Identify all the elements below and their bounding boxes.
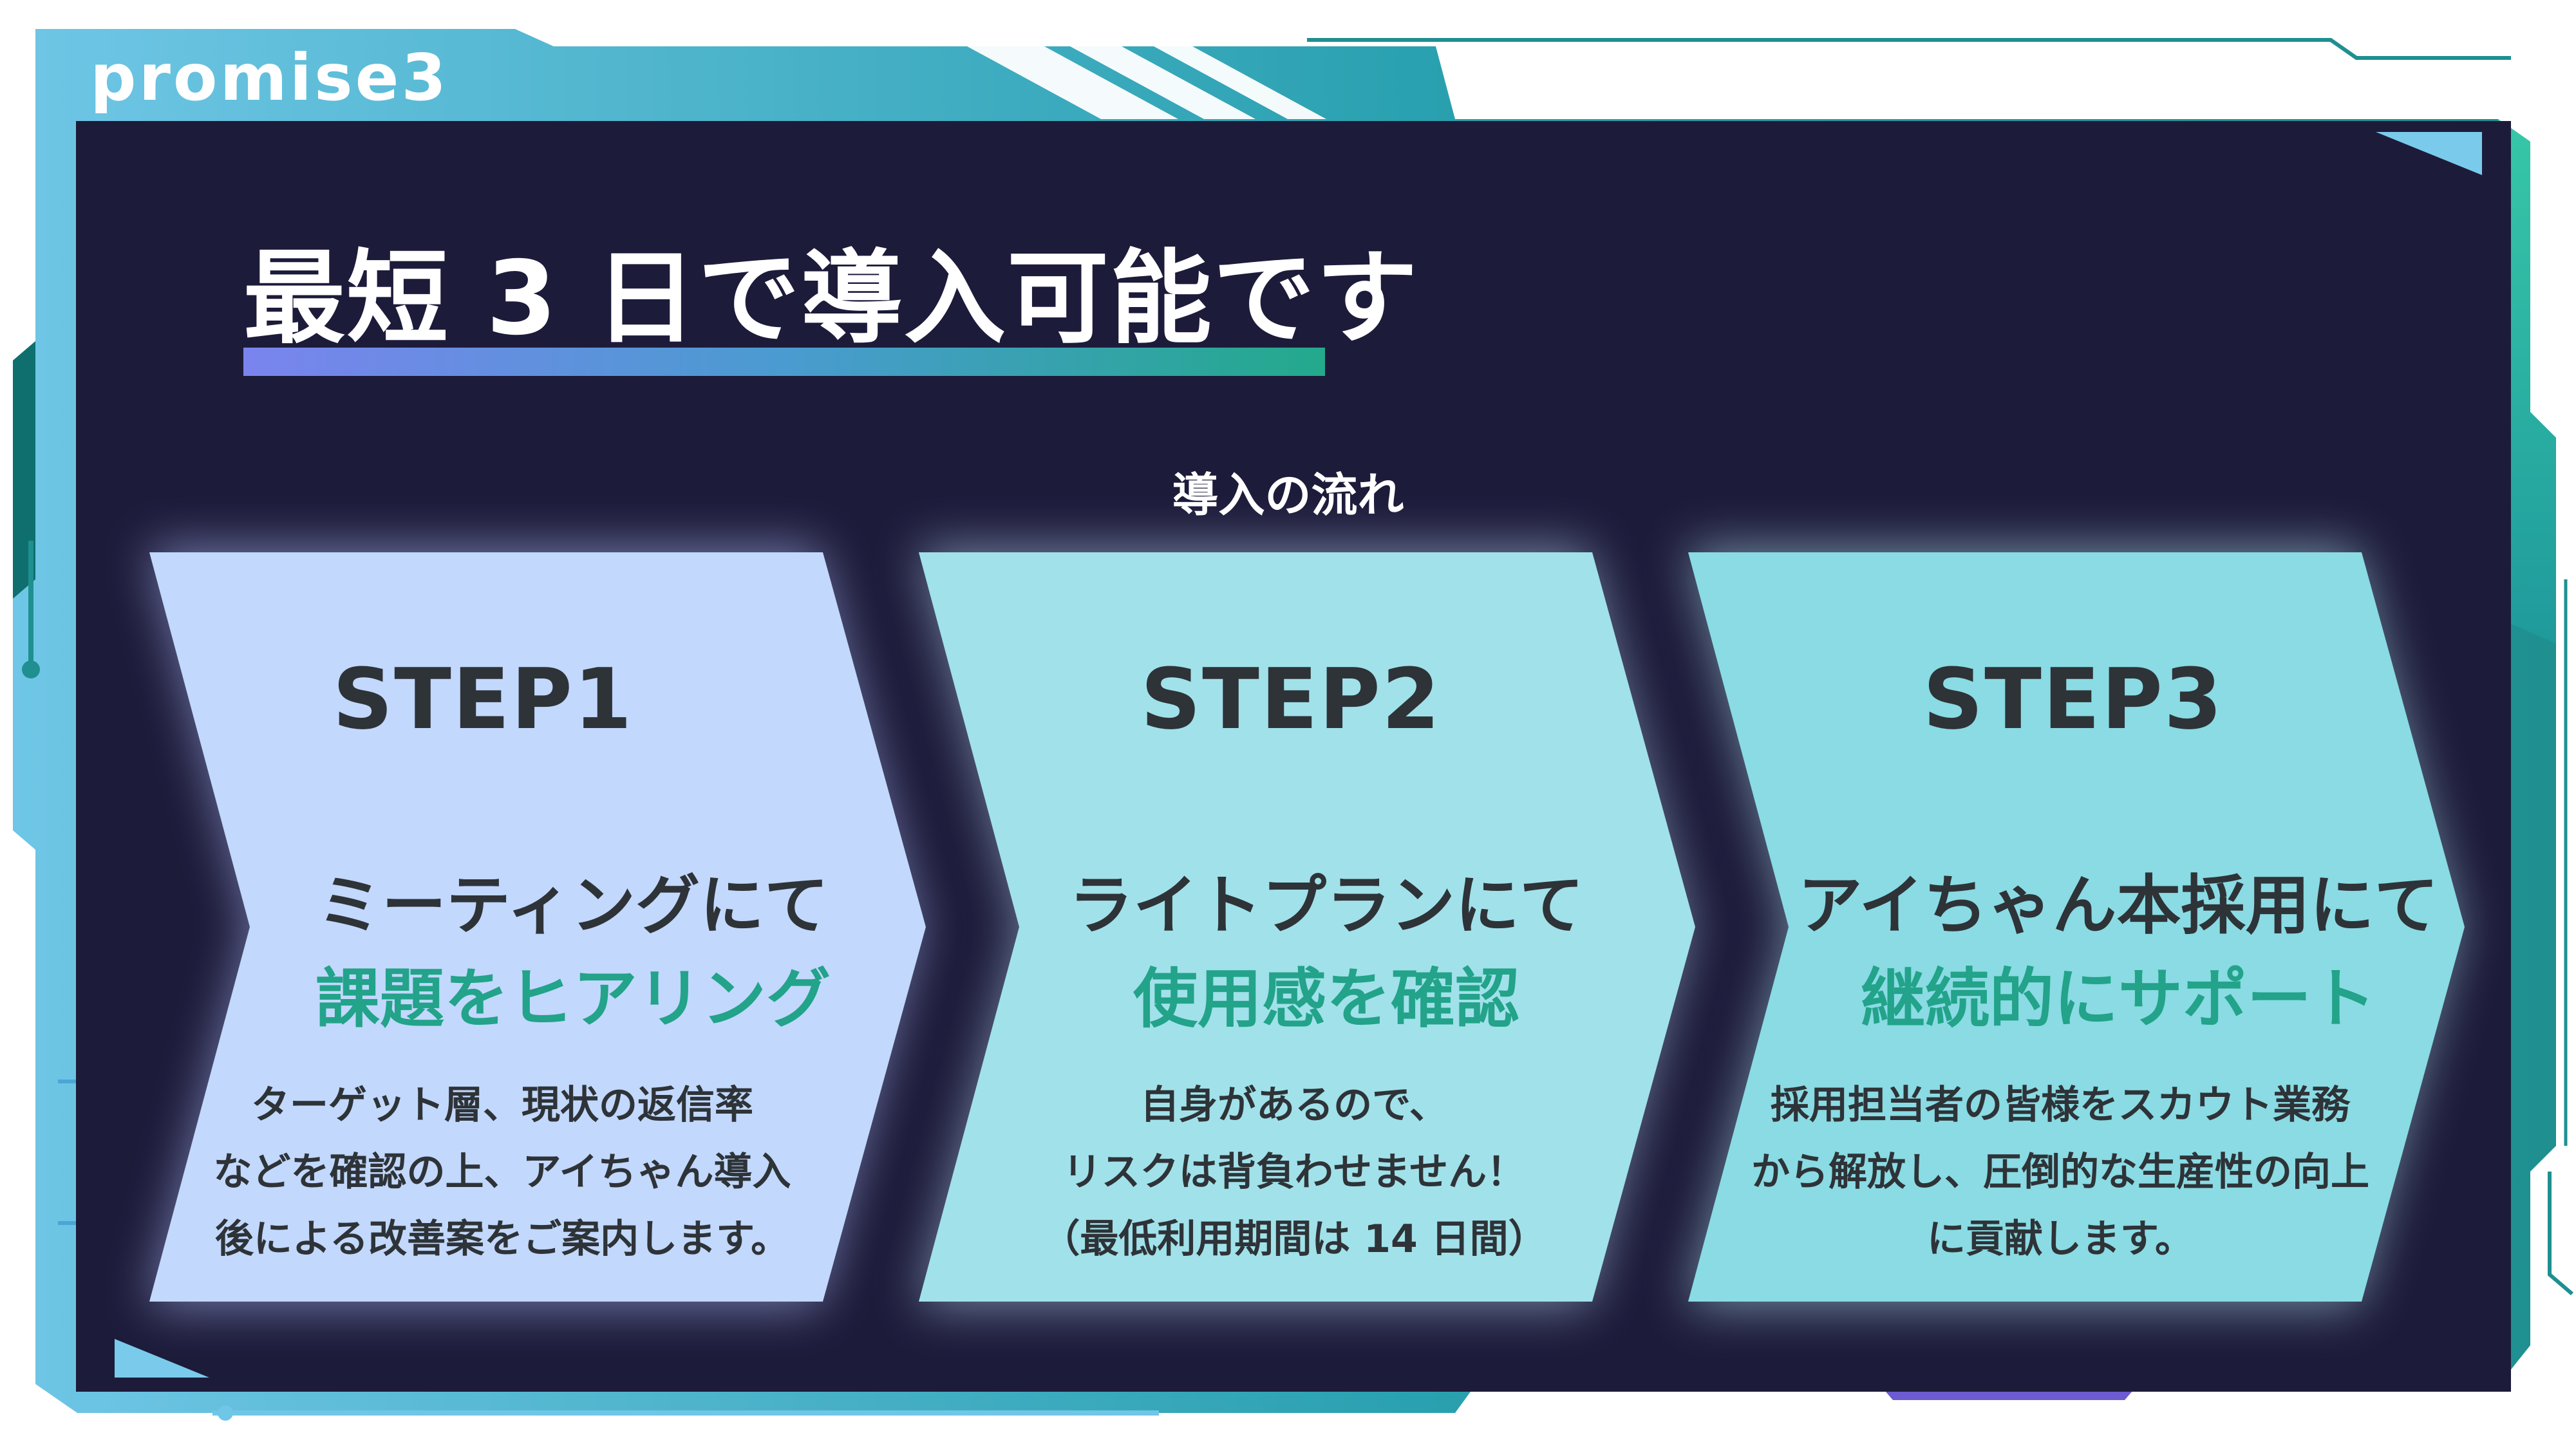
page-title: 最短 3 日で導入可能です xyxy=(243,239,1419,358)
step3-body-line: 採用担当者の皆様をスカウト業務 xyxy=(1771,1083,2350,1128)
step1-heading: ミーティングにて xyxy=(317,868,829,943)
step3-body-line: から解放し、圧倒的な生産性の向上 xyxy=(1751,1150,2369,1195)
step1-body: ターゲット層、現状の返信率 などを確認の上、アイちゃん導入 後による改善案をご案… xyxy=(174,1072,831,1273)
step1-body-line: などを確認の上、アイちゃん導入 xyxy=(213,1150,791,1195)
step2-highlight: 使用感を確認 xyxy=(1133,961,1519,1036)
step1-label: STEP1 xyxy=(332,650,634,748)
step1-highlight: 課題をヒアリング xyxy=(315,961,831,1036)
step2-body: 自身があるので、 リスクは背負わせません！ （最低利用期間は 14 日間） xyxy=(966,1072,1622,1273)
step2-body-line: リスクは背負わせません！ xyxy=(1062,1150,1526,1195)
step3-chevron xyxy=(1688,552,2465,1302)
flow-subtitle: 導入の流れ xyxy=(1172,468,1404,522)
step2-label: STEP2 xyxy=(1140,650,1442,748)
step3-highlight: 継続的にサポート xyxy=(1861,961,2376,1036)
step2-body-line: （最低利用期間は 14 日間） xyxy=(1041,1217,1547,1262)
step2-body-line: 自身があるので、 xyxy=(1140,1083,1448,1128)
step3-heading: アイちゃん本採用にて xyxy=(1798,868,2439,943)
title-underline xyxy=(243,348,1325,376)
step1-chevron xyxy=(149,552,926,1302)
step3-label: STEP3 xyxy=(1923,650,2224,748)
brand-logo: promise3 xyxy=(90,40,449,115)
step2-chevron xyxy=(919,552,1695,1302)
step3-body: 採用担当者の皆様をスカウト業務 から解放し、圧倒的な生産性の向上 に貢献します。 xyxy=(1732,1072,2389,1273)
step3-body-line: に貢献します。 xyxy=(1927,1217,2194,1262)
step1-body-line: 後による改善案をご案内します。 xyxy=(214,1217,790,1262)
step1-body-line: ターゲット層、現状の返信率 xyxy=(251,1083,753,1128)
step2-heading: ライトプランにて xyxy=(1069,868,1584,943)
